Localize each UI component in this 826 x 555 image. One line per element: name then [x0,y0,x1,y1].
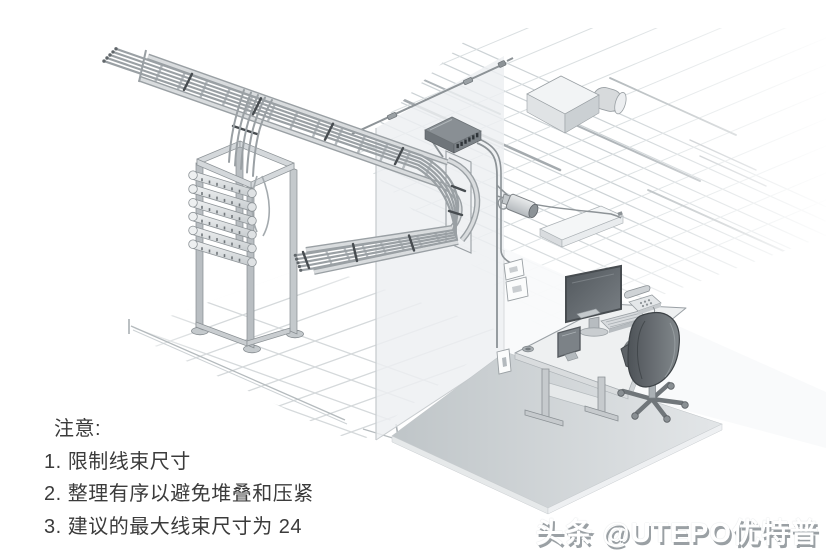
notes-block: 注意: 1. 限制线束尺寸 2. 整理有序以避免堆叠和压紧 3. 建议的最大线束… [44,413,314,543]
security-camera [497,193,539,219]
note-item-2: 2. 整理有序以避免堆叠和压紧 [44,483,314,505]
light-fixture [539,205,624,248]
tray-rails [138,49,481,275]
wall-outlet [496,348,512,375]
watermark: 头条 @UTEPO优特普 [535,517,819,548]
rack-top-frame [196,140,295,189]
chair-back [627,312,680,388]
cable-bundle [102,47,460,272]
network-switch [424,116,482,154]
equipment-rack [188,140,304,354]
desktop-monitor [565,264,622,337]
keyboard [600,310,648,333]
camera-lens [528,203,539,219]
rack-post [289,166,298,335]
desk-phone [624,285,662,319]
desk-leg [541,368,550,418]
cable-coupler [386,112,398,120]
notes-title: 注意: [54,418,102,440]
office-chair [617,312,689,423]
backbone-cable [351,57,514,135]
note-item-1: 1. 限制线束尺寸 [44,450,191,473]
desk-pad [576,308,601,319]
small-display [557,326,581,362]
cable-connector [497,60,507,68]
cable-coupler [462,77,474,85]
note-item-3: 3. 建议的最大线束尺寸为 24 [44,515,303,538]
desk-leg [597,376,606,413]
switch-ports [456,133,479,149]
office-desk [514,264,687,427]
cable-ladder-tray [138,49,481,275]
cable-ties [182,72,467,270]
wall-plates [503,258,529,302]
hvac-duct-cylinder [592,86,627,115]
hvac-unit [526,75,627,134]
wall-cables [427,134,622,348]
patch-panels [188,170,257,268]
rack-cable-waterfall [228,89,273,177]
